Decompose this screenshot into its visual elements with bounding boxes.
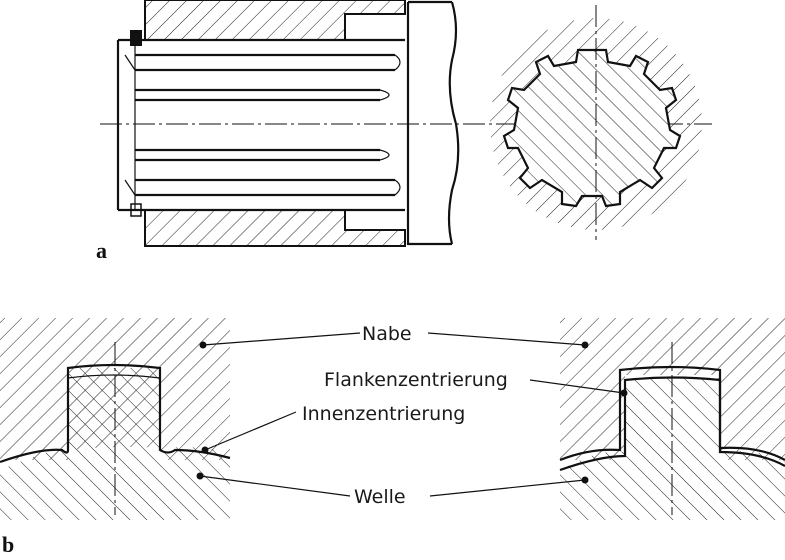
seal-ring-bottom [130,203,142,217]
label-flankenzentrierung: Flankenzentrierung [324,369,508,391]
label-nabe: Nabe [362,323,412,345]
hub-section-bottom [144,209,406,247]
flange [406,0,460,246]
leader-lines [196,332,628,497]
label-welle: Welle [354,486,406,508]
right-detail [559,318,785,520]
label-innenzentrierung: Innenzentrierung [302,403,465,425]
panel-label-a: a [96,238,107,263]
hub-section-top [144,0,406,41]
panel-label-b: b [2,532,14,557]
seal-ring [130,30,142,46]
left-detail [0,318,231,520]
shaft-hatch [504,50,680,206]
splined-shaft [116,38,405,212]
